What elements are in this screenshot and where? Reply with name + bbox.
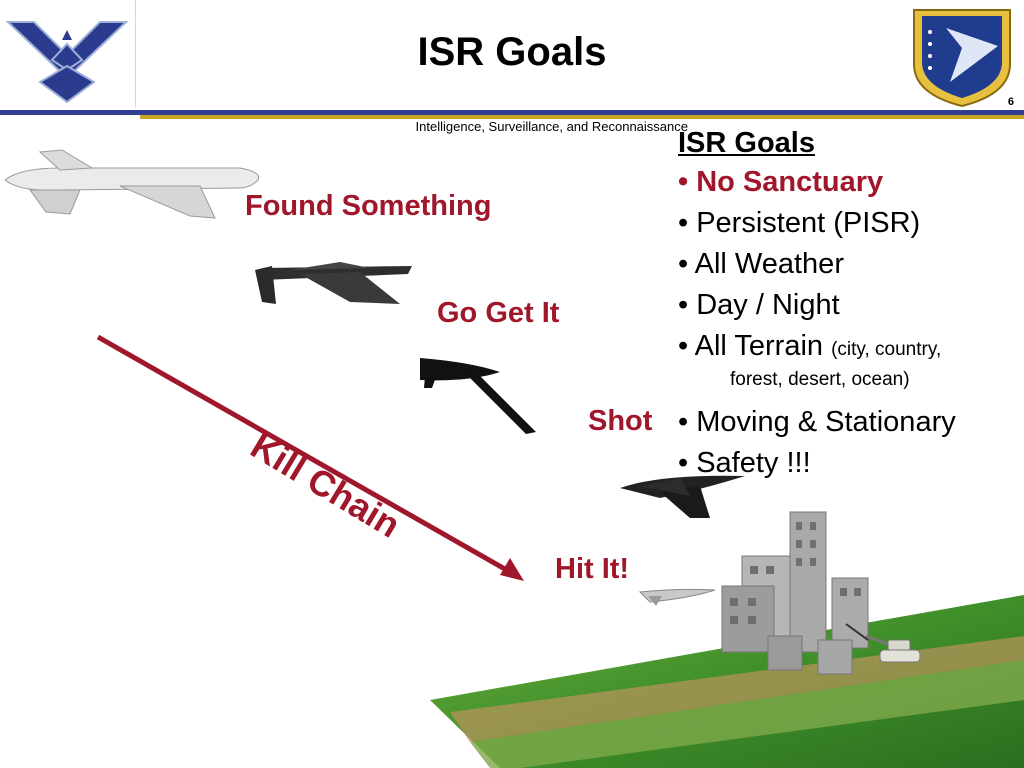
goal-item-terrain: • All Terrain (city, country, [678,326,1018,370]
terrain-note-continued: forest, desert, ocean) [730,369,910,390]
kill-chain-arrow [96,334,512,575]
air-force-logo [0,0,136,108]
afrl-shield-icon [913,9,1011,108]
goals-list: ISR Goals • No Sanctuary • Persistent (P… [678,127,1018,484]
label-go-get-it: Go Get It [437,297,560,329]
label-found-something: Found Something [245,190,492,222]
aircraft-icon [620,475,745,518]
label-shot: Shot [588,405,653,437]
terrain-note: (city, country, [831,339,942,360]
goal-item: • Moving & Stationary [678,406,956,438]
slide-title: ISR Goals [417,30,607,74]
aircraft-icon [420,358,536,434]
air-force-wings-icon [5,21,129,104]
goals-heading: ISR Goals [678,127,815,159]
goal-item: • All Terrain [678,330,824,362]
header-band-blue [0,110,1024,115]
goal-item: • Day / Night [678,289,840,321]
aircraft-icon [638,588,716,606]
label-hit-it: Hit It! [555,553,630,585]
afrl-logo [906,2,1018,108]
terrain-road [450,636,1024,742]
goal-item: • No Sanctuary [678,166,884,198]
page-number: 6 [1007,96,1014,108]
aircraft-icon [255,262,412,304]
goal-item: • All Weather [678,248,844,280]
city-icon [721,511,869,675]
goal-item: • Safety !!! [678,447,811,479]
tank-icon [865,634,921,663]
header-band-gold [140,115,1024,119]
slide-subtitle: Intelligence, Surveillance, and Reconnai… [415,119,688,134]
goal-item: • Persistent (PISR) [678,207,921,239]
aircraft-icon [4,149,260,219]
